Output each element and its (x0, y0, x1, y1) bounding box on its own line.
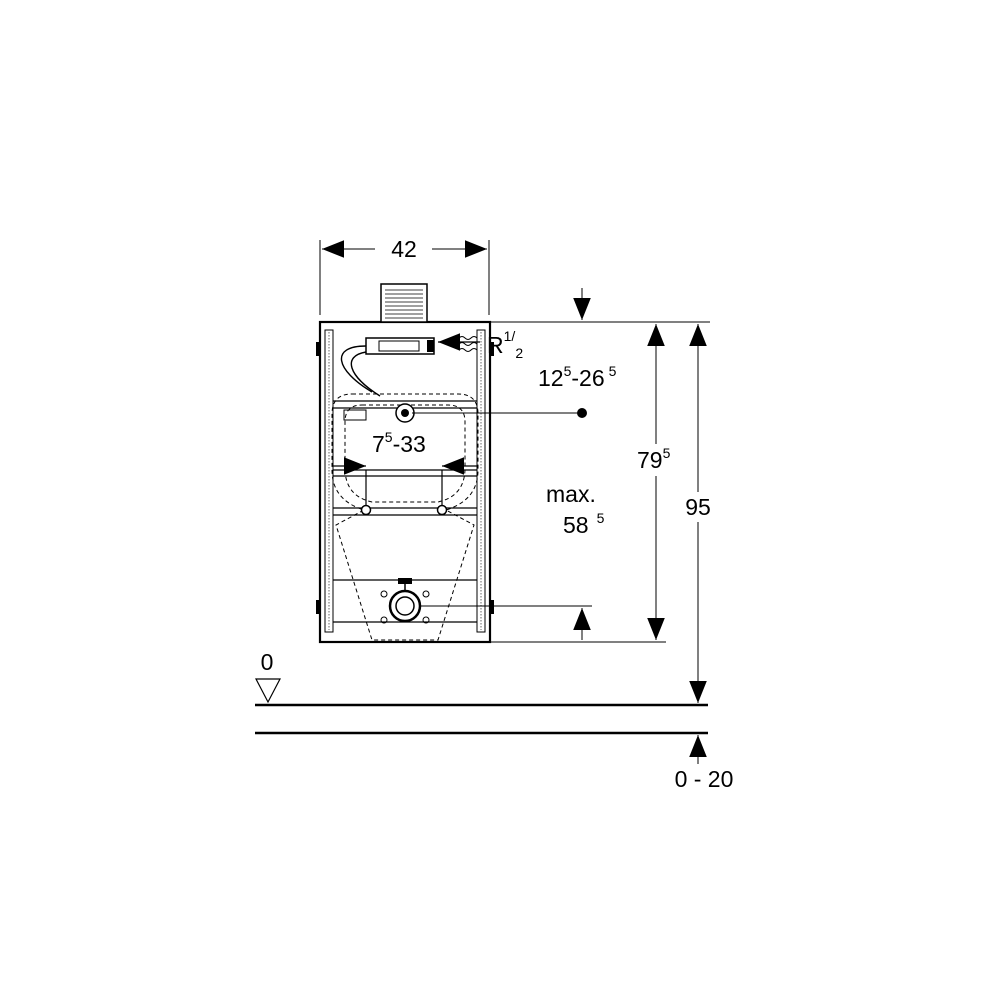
dimension-frame-height: 795 (490, 324, 680, 643)
outlet-max-sup: 5 (597, 510, 605, 526)
connection-label-num: 1/ (504, 328, 516, 344)
floor-level-label: 0 (261, 649, 274, 675)
inlet-range-b-sup: 5 (609, 363, 617, 379)
connection-label-den: 2 (515, 345, 523, 361)
connection-label: R1/2 (487, 328, 523, 361)
drain-outlet (380, 578, 592, 624)
frame-height-label: 795 (637, 445, 671, 473)
top-pipe-stub (380, 283, 428, 323)
water-connection-callout: R1/2 (438, 328, 523, 361)
dimension-width: 42 (319, 236, 490, 315)
outlet-max-main: 58 (563, 512, 589, 538)
frame-height-sup: 5 (663, 445, 671, 461)
inlet-range-b: -26 (571, 365, 604, 391)
dimension-bracket-spacing: 75-33 (333, 429, 477, 475)
inlet-fitting (395, 403, 587, 423)
connection-label-main: R (487, 332, 504, 358)
floor: 0 (255, 649, 708, 735)
bracket-bolts (360, 470, 448, 516)
outlet-max-prefix: max. (546, 481, 596, 507)
outlet-max-value: 58 5 (563, 510, 605, 538)
floor-range-label: 0 - 20 (675, 766, 734, 792)
bracket-spacing-b: -33 (393, 431, 426, 457)
total-height-label: 95 (685, 494, 711, 520)
width-label: 42 (391, 236, 417, 262)
dimension-floor-range: 0 - 20 (675, 735, 734, 792)
water-valve (340, 337, 435, 397)
dimension-total-height: 95 (680, 324, 716, 703)
bracket-spacing-label: 75-33 (372, 429, 426, 457)
urinal-outline (331, 393, 479, 641)
dimension-outlet-max: max. 58 5 (546, 481, 605, 640)
frame-height-main: 79 (637, 447, 663, 473)
bracket-spacing-a: 7 (372, 431, 385, 457)
inlet-range-a-sup: 5 (564, 363, 572, 379)
inlet-range-a: 12 (538, 365, 564, 391)
bracket-spacing-a-sup: 5 (385, 429, 393, 445)
